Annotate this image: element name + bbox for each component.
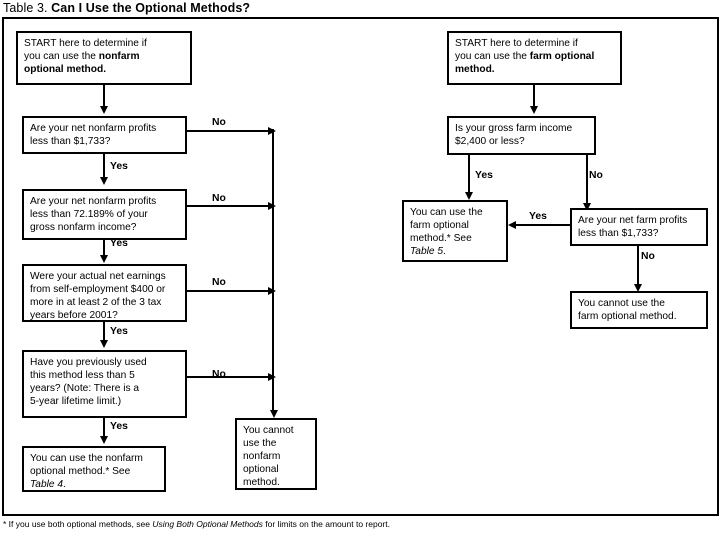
nonfarm-result-can-box: You can use the nonfarm optional method.… <box>22 446 166 492</box>
connector-nonfarm-q2-yes <box>103 240 105 256</box>
edge-label-farm-q2-yes: Yes <box>529 211 547 222</box>
arrowhead-farm-q2-no <box>633 284 642 292</box>
edge-label-farm-q1-yes: Yes <box>475 170 493 181</box>
farm-q2-box: Are your net farm profits less than $1,7… <box>570 208 708 246</box>
nonfarm-q1-box: Are your net nonfarm profits less than $… <box>22 116 187 154</box>
connector-farm-q1-yes <box>468 155 470 193</box>
arrowhead-nonfarm-q2-yes <box>99 255 108 263</box>
farm-result-can-line1: You can use the <box>410 207 483 218</box>
footnote-text-after: for limits on the amount to report. <box>262 519 390 529</box>
connector-nonfarm-q1-no <box>187 130 273 132</box>
connector-nonfarm-q1-yes <box>103 154 105 178</box>
edge-label-farm-q1-no: No <box>589 170 603 181</box>
connector-nonfarm-q4-yes <box>103 418 105 437</box>
edge-label-nonfarm-q4-no: No <box>212 369 226 380</box>
nonfarm-q2-line2: less than 72.189% of your <box>30 209 148 221</box>
footnote-italic-ref: Using Both Optional Methods <box>152 519 263 529</box>
farm-q1-box: Is your gross farm income $2,400 or less… <box>447 116 596 155</box>
connector-farm-q2-no <box>637 246 639 285</box>
arrowhead-nonfarm-start-to-q1 <box>99 106 108 114</box>
connector-nonfarm-q4-no <box>187 376 273 378</box>
nonfarm-result-cannot-line2: use the <box>243 438 277 450</box>
edge-label-nonfarm-q1-yes: Yes <box>110 161 128 172</box>
farm-result-cannot-line1: You cannot use the <box>578 298 665 309</box>
nonfarm-q4-line1: Have you previously used <box>30 357 147 368</box>
edge-label-nonfarm-q3-no: No <box>212 277 226 288</box>
nonfarm-result-cannot-line4: optional <box>243 464 279 476</box>
footnote-text-before: If you use both optional methods, see <box>6 519 153 529</box>
nonfarm-result-cannot-line3: nonfarm <box>243 451 281 463</box>
nonfarm-q2-line1: Are your net nonfarm profits <box>30 196 157 207</box>
farm-start-line1: START here to determine if <box>455 38 578 49</box>
connector-nonfarm-q2-no <box>187 205 273 207</box>
arrowhead-farm-q1-yes <box>464 192 473 200</box>
farm-q2-line1: Are your net farm profits <box>578 215 688 226</box>
connector-farm-q1-no <box>586 155 588 204</box>
nonfarm-q1-line1: Are your net nonfarm profits <box>30 123 157 134</box>
farm-q2-line2: less than $1,733? <box>578 228 659 240</box>
nonfarm-q3-line3: more in at least 2 of the 3 tax <box>30 297 162 309</box>
arrowhead-farm-q1-no <box>582 203 591 211</box>
nonfarm-start-line3: optional method. <box>24 64 107 76</box>
farm-result-cannot-line2: farm optional method. <box>578 311 677 323</box>
connector-farm-start-to-q1 <box>533 85 535 107</box>
connector-farm-q2-yes <box>516 224 572 226</box>
arrowhead-nonfarm-q4-yes <box>99 436 108 444</box>
arrowhead-farm-start-to-q1 <box>529 106 538 114</box>
connector-nonfarm-q3-no <box>187 290 273 292</box>
edge-label-nonfarm-q2-yes: Yes <box>110 238 128 249</box>
arrowhead-farm-q2-yes <box>508 220 516 229</box>
farm-result-cannot-box: You cannot use the farm optional method. <box>570 291 708 329</box>
farm-q1-line1: Is your gross farm income <box>455 123 573 134</box>
farm-start-box: START here to determine if you can use t… <box>447 31 622 85</box>
connector-nonfarm-q3-yes <box>103 322 105 341</box>
nonfarm-start-line1: START here to determine if <box>24 38 147 49</box>
footnote: * If you use both optional methods, see … <box>3 519 715 530</box>
footnote-marker: * <box>3 519 7 529</box>
connector-nonfarm-start-to-q1 <box>103 85 105 107</box>
nonfarm-q4-line4: 5-year lifetime limit.) <box>30 396 122 408</box>
farm-start-line3: method. <box>455 64 495 76</box>
nonfarm-start-line2: you can use the nonfarm <box>24 51 140 63</box>
nonfarm-result-cannot-line5: method. <box>243 477 280 489</box>
nonfarm-q3-line1: Were your actual net earnings <box>30 271 166 282</box>
nonfarm-result-can-line3: Table 4. <box>30 479 66 491</box>
edge-label-nonfarm-q4-yes: Yes <box>110 421 128 432</box>
title-prefix: Table 3. <box>3 1 48 15</box>
nonfarm-result-cannot-line1: You cannot <box>243 425 294 436</box>
nonfarm-result-can-line1: You can use the nonfarm <box>30 453 143 464</box>
arrowhead-nonfarm-q1-yes <box>99 177 108 185</box>
nonfarm-q3-line2: from self-employment $400 or <box>30 284 166 296</box>
edge-label-farm-q2-no: No <box>641 251 655 262</box>
farm-result-can-line3: method.* See <box>410 233 472 245</box>
nonfarm-start-box: START here to determine if you can use t… <box>16 31 192 85</box>
nonfarm-q3-box: Were your actual net earnings from self-… <box>22 264 187 322</box>
farm-result-can-box: You can use the farm optional method.* S… <box>402 200 508 262</box>
nonfarm-result-cannot-box: You cannot use the nonfarm optional meth… <box>235 418 317 490</box>
edge-label-nonfarm-q2-no: No <box>212 193 226 204</box>
nonfarm-q2-box: Are your net nonfarm profits less than 7… <box>22 189 187 240</box>
edge-label-nonfarm-q1-no: No <box>212 117 226 128</box>
nonfarm-q4-line3: years? (Note: There is a <box>30 383 140 395</box>
connector-nonfarm-no-trunk <box>272 129 274 412</box>
nonfarm-q4-line2: this method less than 5 <box>30 370 135 382</box>
farm-result-can-line2: farm optional <box>410 220 469 232</box>
nonfarm-q1-line2: less than $1,733? <box>30 136 111 148</box>
farm-result-can-line4: Table 5. <box>410 246 446 258</box>
nonfarm-q3-line4: years before 2001? <box>30 310 118 322</box>
nonfarm-result-can-line2: optional method.* See <box>30 466 131 478</box>
edge-label-nonfarm-q3-yes: Yes <box>110 326 128 337</box>
nonfarm-q2-line3: gross nonfarm income? <box>30 222 137 234</box>
farm-q1-line2: $2,400 or less? <box>455 136 525 148</box>
nonfarm-q4-box: Have you previously used this method les… <box>22 350 187 418</box>
arrowhead-nonfarm-no-trunk <box>269 410 278 418</box>
chart-frame <box>2 17 719 516</box>
page-title: Table 3. Can I Use the Optional Methods? <box>3 0 603 17</box>
arrowhead-nonfarm-q3-yes <box>99 340 108 348</box>
title-question: Can I Use the Optional Methods? <box>51 1 251 15</box>
farm-start-line2: you can use the farm optional <box>455 51 595 63</box>
